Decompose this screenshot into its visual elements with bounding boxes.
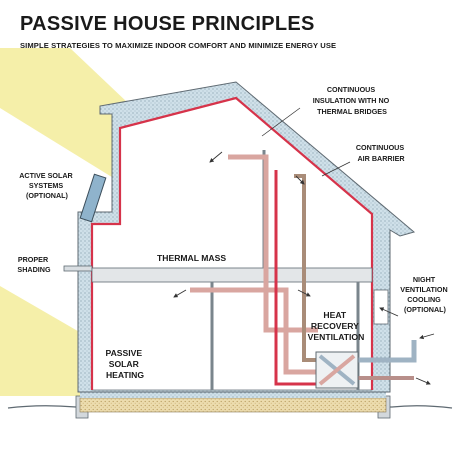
ground-slab <box>79 397 387 413</box>
arrow-mid-left <box>173 289 187 298</box>
arrow-upper-left <box>209 151 223 163</box>
arrow-exhaust <box>415 377 431 385</box>
label-continuous-insulation: CONTINUOUS INSULATION WITH NO THERMAL BR… <box>313 85 392 116</box>
hrv-x-2 <box>318 354 356 386</box>
label-thermal-mass: THERMAL MASS <box>157 253 226 263</box>
duct-warm-lower <box>190 287 318 375</box>
duct-cool-outside <box>358 340 417 363</box>
shading-overhang <box>63 265 93 272</box>
duct-warm-upper <box>228 154 318 333</box>
label-night-ventilation: NIGHT VENTILATION COOLING (OPTIONAL) <box>400 275 449 314</box>
house-interior <box>91 97 373 391</box>
label-heat-recovery: HEAT RECOVERY VENTILATION <box>308 310 365 342</box>
duct-cool-upper <box>294 174 318 362</box>
label-active-solar: ACTIVE SOLAR SYSTEMS (OPTIONAL) <box>19 171 75 200</box>
arrow-night-vent <box>379 307 399 317</box>
solar-panel <box>79 173 107 223</box>
page-title: PASSIVE HOUSE PRINCIPLES <box>20 13 315 35</box>
label-passive-solar: PASSIVE SOLAR HEATING <box>105 348 144 380</box>
arrow-mid-right <box>297 289 311 297</box>
window-right <box>373 289 389 325</box>
air-barrier-line <box>90 96 374 390</box>
leader-air-barrier <box>321 161 351 177</box>
page-subtitle: SIMPLE STRATEGIES TO MAXIMIZE INDOOR COM… <box>20 41 336 50</box>
arrow-intake <box>419 333 435 340</box>
duct-warm-vertical <box>274 170 318 386</box>
label-continuous-air-barrier: CONTINUOUS AIR BARRIER <box>356 143 406 163</box>
leader-insulation <box>261 107 301 137</box>
slab-insulation <box>80 392 386 398</box>
thermal-mass-floor <box>91 267 373 283</box>
label-proper-shading: PROPER SHADING <box>17 255 51 274</box>
arrow-upper-right <box>295 175 305 185</box>
